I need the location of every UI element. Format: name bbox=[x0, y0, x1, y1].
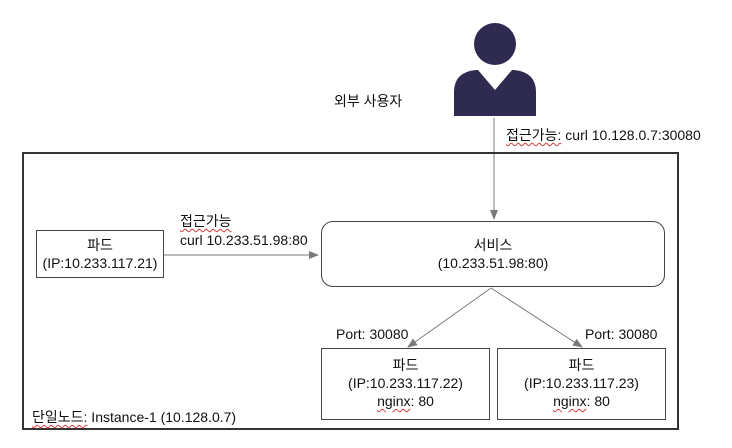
external-access-label: 접근가능: curl 10.128.0.7:30080 bbox=[506, 126, 701, 144]
person-icon bbox=[454, 23, 536, 116]
service-box: 서비스 (10.233.51.98:80) bbox=[321, 221, 665, 287]
client-pod-title: 파드 bbox=[87, 237, 113, 253]
service-title: 서비스 bbox=[473, 237, 513, 253]
node-boundary bbox=[22, 152, 679, 430]
port-label-right: Port: 30080 bbox=[585, 326, 658, 342]
service-ip: (10.233.51.98:80) bbox=[437, 255, 549, 271]
backend-pod-app: nginx: 80 bbox=[377, 393, 434, 409]
backend-pod-title: 파드 bbox=[568, 357, 595, 373]
client-pod-ip: (IP:10.233.117.21) bbox=[42, 255, 158, 271]
port-label-left: Port: 30080 bbox=[336, 326, 409, 342]
external-access-command: curl 10.128.0.7:30080 bbox=[561, 127, 701, 143]
backend-pod-title: 파드 bbox=[392, 357, 419, 373]
service-to-pod-left-arrow bbox=[407, 287, 492, 348]
backend-pod-app: nginx: 80 bbox=[553, 393, 610, 409]
backend-pod-box-right: 파드 (IP:10.233.117.23) nginx: 80 bbox=[497, 348, 666, 420]
node-label: 단일노드: Instance-1 (10.128.0.7) bbox=[32, 409, 237, 425]
external-user-label: 외부 사용자 bbox=[334, 93, 403, 109]
backend-pod-ip: (IP:10.233.117.22) bbox=[348, 375, 463, 391]
backend-pod-ip: (IP:10.233.117.23) bbox=[524, 375, 639, 391]
backend-pod-box-left: 파드 (IP:10.233.117.22) nginx: 80 bbox=[321, 348, 490, 420]
client-pod-box: 파드 (IP:10.233.117.21) bbox=[36, 230, 164, 278]
internal-access-prefix: 접근가능 bbox=[180, 213, 232, 229]
external-access-prefix: 접근가능: bbox=[506, 127, 562, 143]
internal-access-command: curl 10.233.51.98:80 bbox=[180, 232, 308, 248]
service-to-pod-right-arrow bbox=[490, 287, 583, 348]
